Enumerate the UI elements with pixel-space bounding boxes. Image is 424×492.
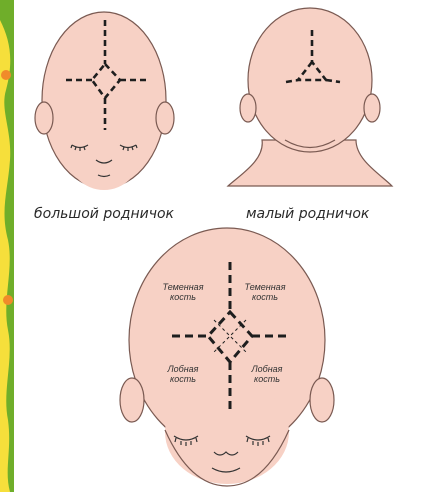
label-frontal-left: Лобная кость (160, 364, 206, 384)
label-frontal-right: Лобная кость (244, 364, 290, 384)
caption-small-fontanelle: малый родничок (246, 206, 369, 222)
label-parietal-right: Теменная кость (240, 282, 290, 302)
left-decorative-border (0, 0, 14, 492)
caption-large-fontanelle: большой родничок (34, 206, 174, 222)
baby-head-back-icon (228, 8, 392, 186)
label-parietal-left: Теменная кость (158, 282, 208, 302)
